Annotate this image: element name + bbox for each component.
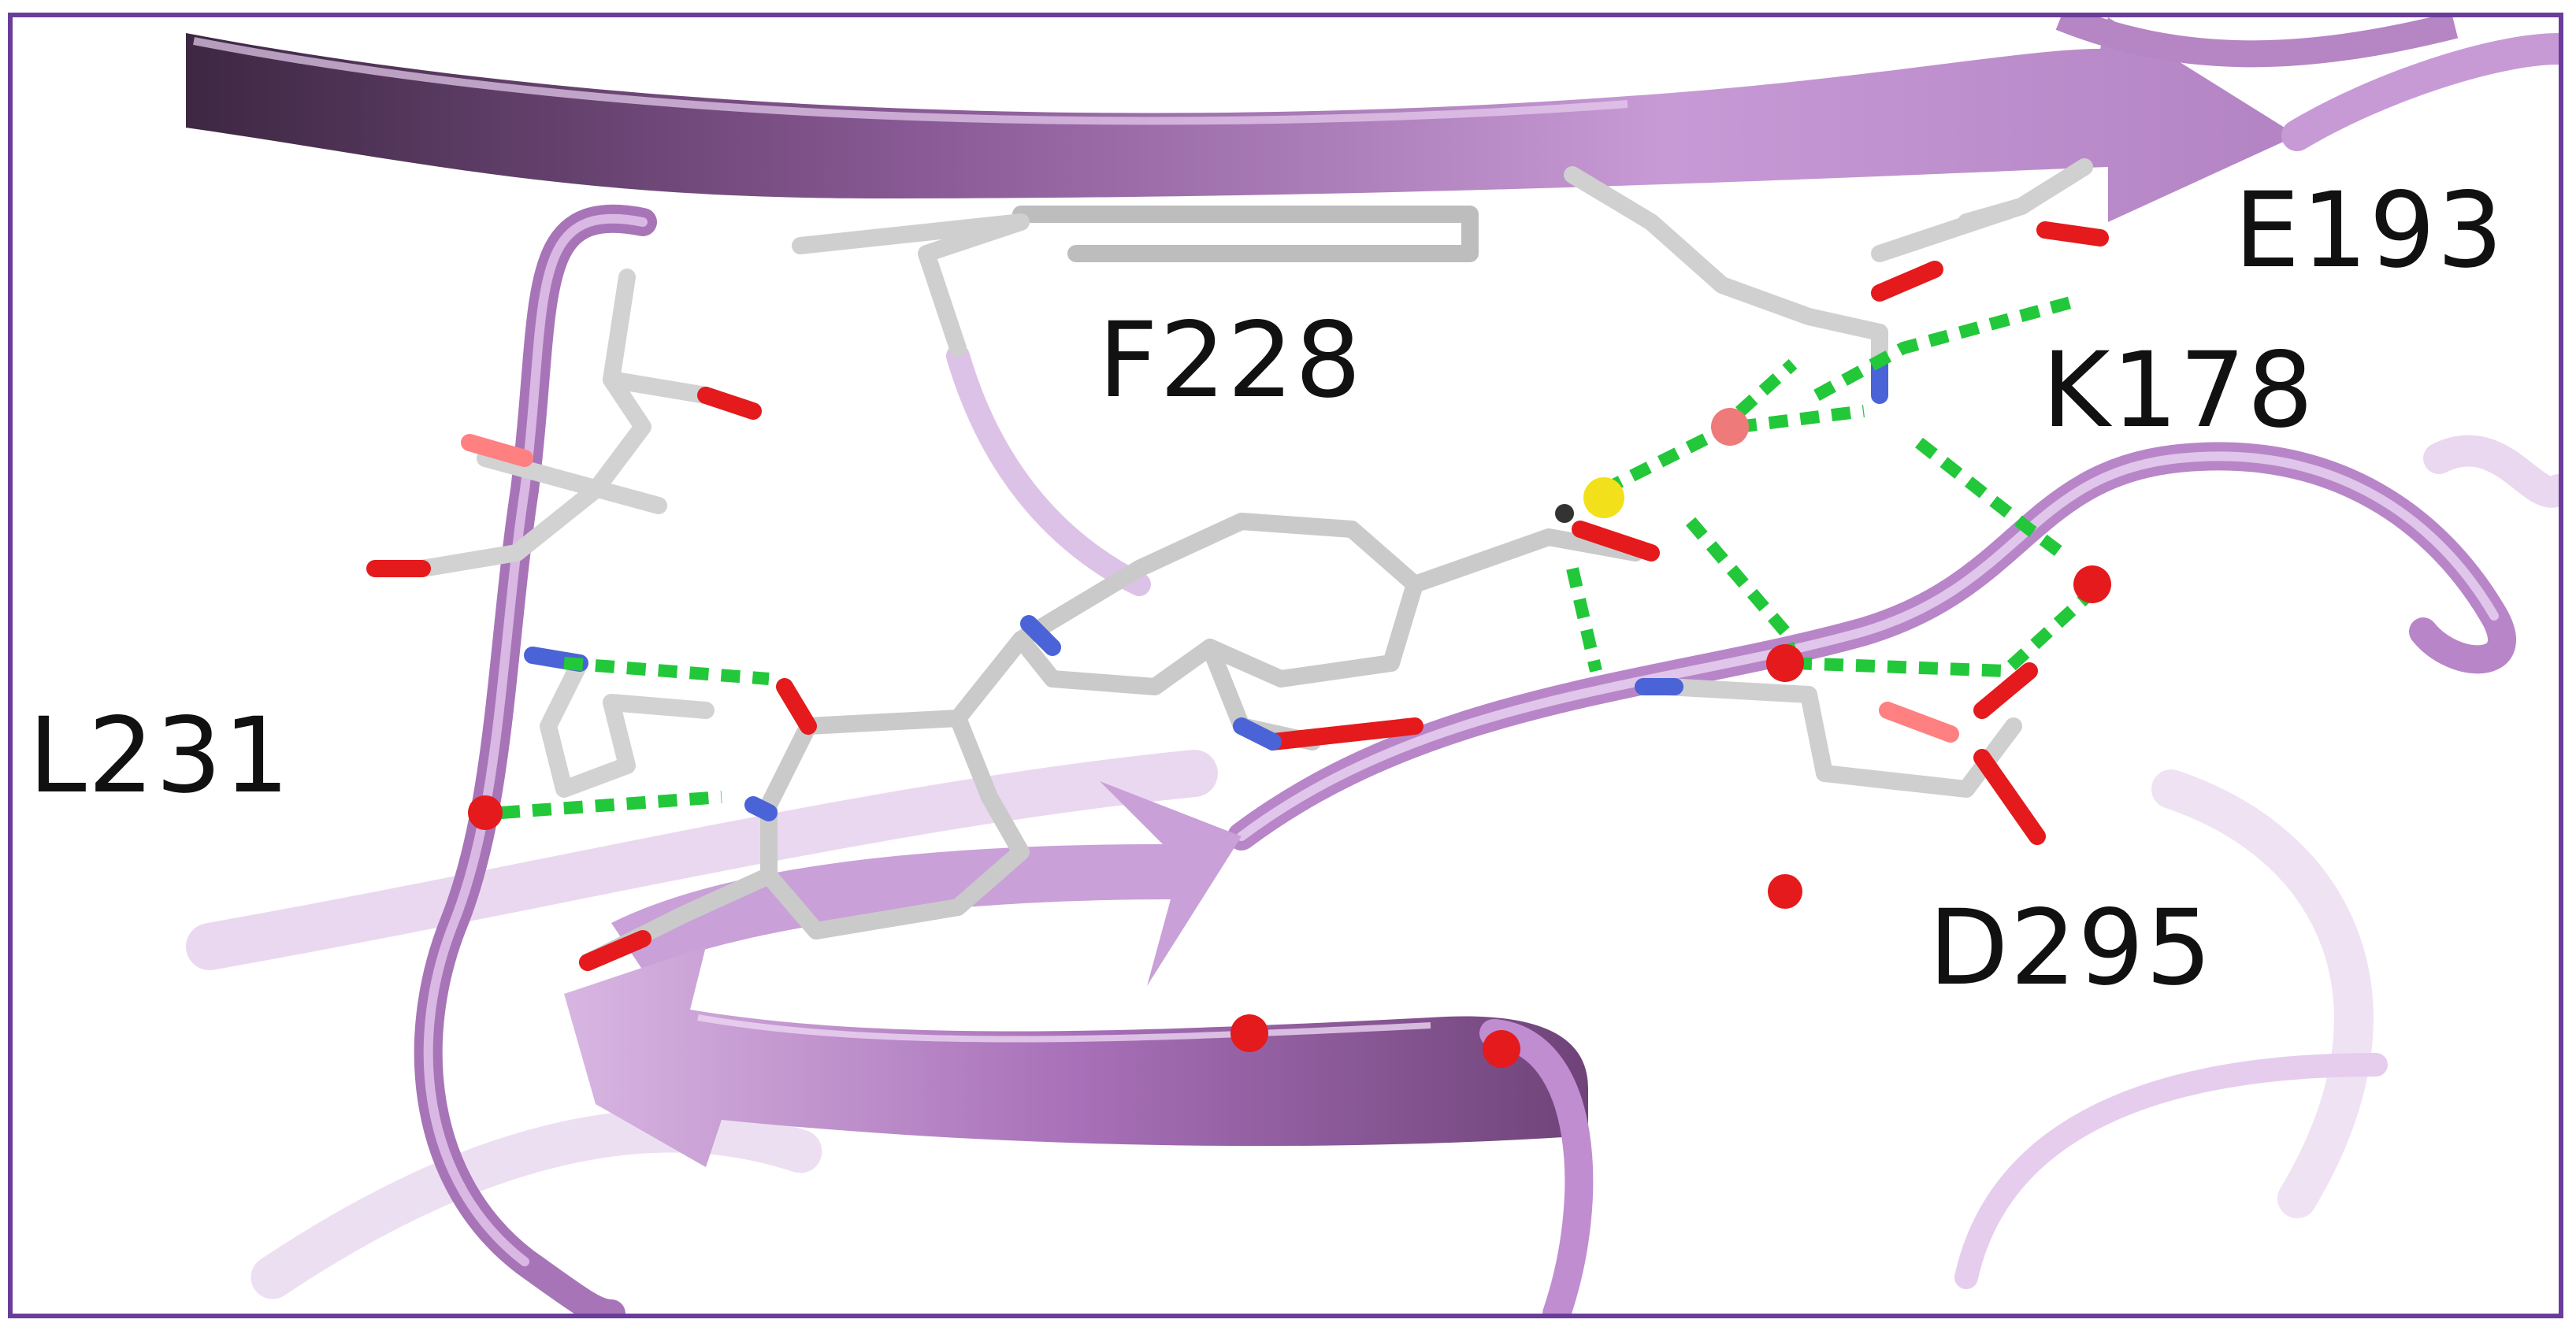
water-oxygen-atom bbox=[1483, 1030, 1520, 1068]
water-oxygen-atom bbox=[1230, 1014, 1268, 1052]
residue-label-l231: L231 bbox=[28, 695, 291, 817]
water-oxygen-atom bbox=[1711, 408, 1749, 446]
residue-label-f228: F228 bbox=[1098, 300, 1363, 421]
water-oxygen-atom bbox=[1768, 874, 1802, 909]
residue-label-k178: K178 bbox=[2042, 330, 2315, 451]
background-ribbons bbox=[186, 435, 2559, 1299]
right-coil bbox=[1227, 442, 2516, 851]
figure-frame: E193 F228 K178 L231 D295 bbox=[8, 13, 2563, 1318]
lower-beta-strand bbox=[564, 781, 1594, 1314]
water-oxygen-atom bbox=[2073, 565, 2111, 603]
residue-sticks bbox=[366, 158, 2109, 971]
hydrogen-bonds bbox=[500, 295, 2105, 819]
residue-label-e193: E193 bbox=[2234, 170, 2505, 291]
left-coil bbox=[414, 204, 1151, 1314]
atom-markers bbox=[468, 408, 2111, 1068]
binding-site-scene bbox=[186, 17, 2559, 1314]
water-oxygen-atom bbox=[468, 795, 503, 830]
residue-label-d295: D295 bbox=[1928, 888, 2214, 1009]
water-oxygen-atom bbox=[1766, 644, 1804, 682]
top-beta-strand bbox=[186, 17, 2559, 222]
water-oxygen-atom bbox=[1555, 504, 1574, 523]
sulfur-atom bbox=[1583, 477, 1624, 518]
